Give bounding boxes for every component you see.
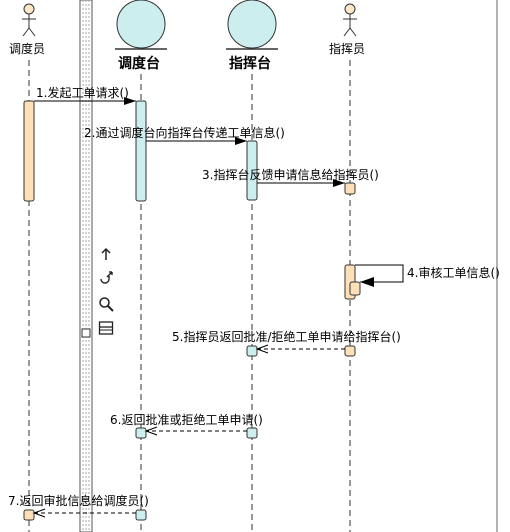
activation-dispatch-console-return[interactable] [135, 427, 147, 439]
participant-label-dispatcher: 调度员 [9, 42, 46, 56]
frame-handle[interactable] [81, 328, 91, 338]
arrow-up-icon[interactable] [98, 246, 114, 262]
message-2-arrow[interactable] [146, 137, 247, 145]
message-6-return-arrow[interactable] [144, 426, 247, 436]
message-5-return-arrow[interactable] [255, 344, 345, 354]
message-1-label[interactable]: 1.发起工单请求() [36, 86, 129, 100]
activation-dispatcher-final[interactable] [23, 509, 35, 521]
activation-commander-nested[interactable] [349, 281, 361, 296]
frame-icon[interactable] [98, 320, 114, 336]
zoom-icon[interactable] [98, 296, 114, 312]
message-6-label[interactable]: 6.返回批准或拒绝工单申请() [110, 413, 263, 427]
message-7-label[interactable]: 7.返回审批信息给调度员() [8, 494, 149, 508]
message-5-label[interactable]: 5.指挥员返回批准/拒绝工单申请给指挥台() [172, 330, 401, 344]
activation-dispatcher[interactable] [23, 100, 35, 202]
activation-command-console-reply[interactable] [246, 345, 258, 357]
participant-label-dispatch-console: 调度台 [118, 56, 160, 72]
actor-dispatcher-icon[interactable] [22, 3, 36, 37]
activation-commander-reply[interactable] [344, 345, 356, 357]
activation-dispatch-console[interactable] [135, 100, 147, 202]
activation-command-console-return[interactable] [246, 427, 258, 439]
participant-label-command-console: 指挥台 [229, 56, 271, 72]
message-4-self-arrow[interactable] [355, 264, 404, 287]
message-7-return-arrow[interactable] [32, 508, 136, 518]
activation-commander-small[interactable] [344, 182, 356, 195]
message-4-label[interactable]: 4.审核工单信息() [407, 266, 500, 280]
actor-commander-icon[interactable] [343, 3, 357, 37]
message-3-label[interactable]: 3.指挥台反馈申请信息给指挥员() [202, 168, 379, 182]
entity-command-console-icon[interactable] [226, 0, 278, 50]
activation-command-console[interactable] [246, 140, 258, 201]
message-1-arrow[interactable] [34, 97, 136, 105]
message-2-label[interactable]: 2.通过调度台向指挥台传递工单信息() [84, 126, 285, 140]
participant-label-commander: 指挥员 [329, 42, 366, 56]
message-3-arrow[interactable] [257, 179, 345, 187]
activation-dispatch-console-final[interactable] [135, 509, 147, 521]
entity-dispatch-console-icon[interactable] [115, 0, 167, 50]
magnet-icon[interactable] [98, 270, 114, 286]
